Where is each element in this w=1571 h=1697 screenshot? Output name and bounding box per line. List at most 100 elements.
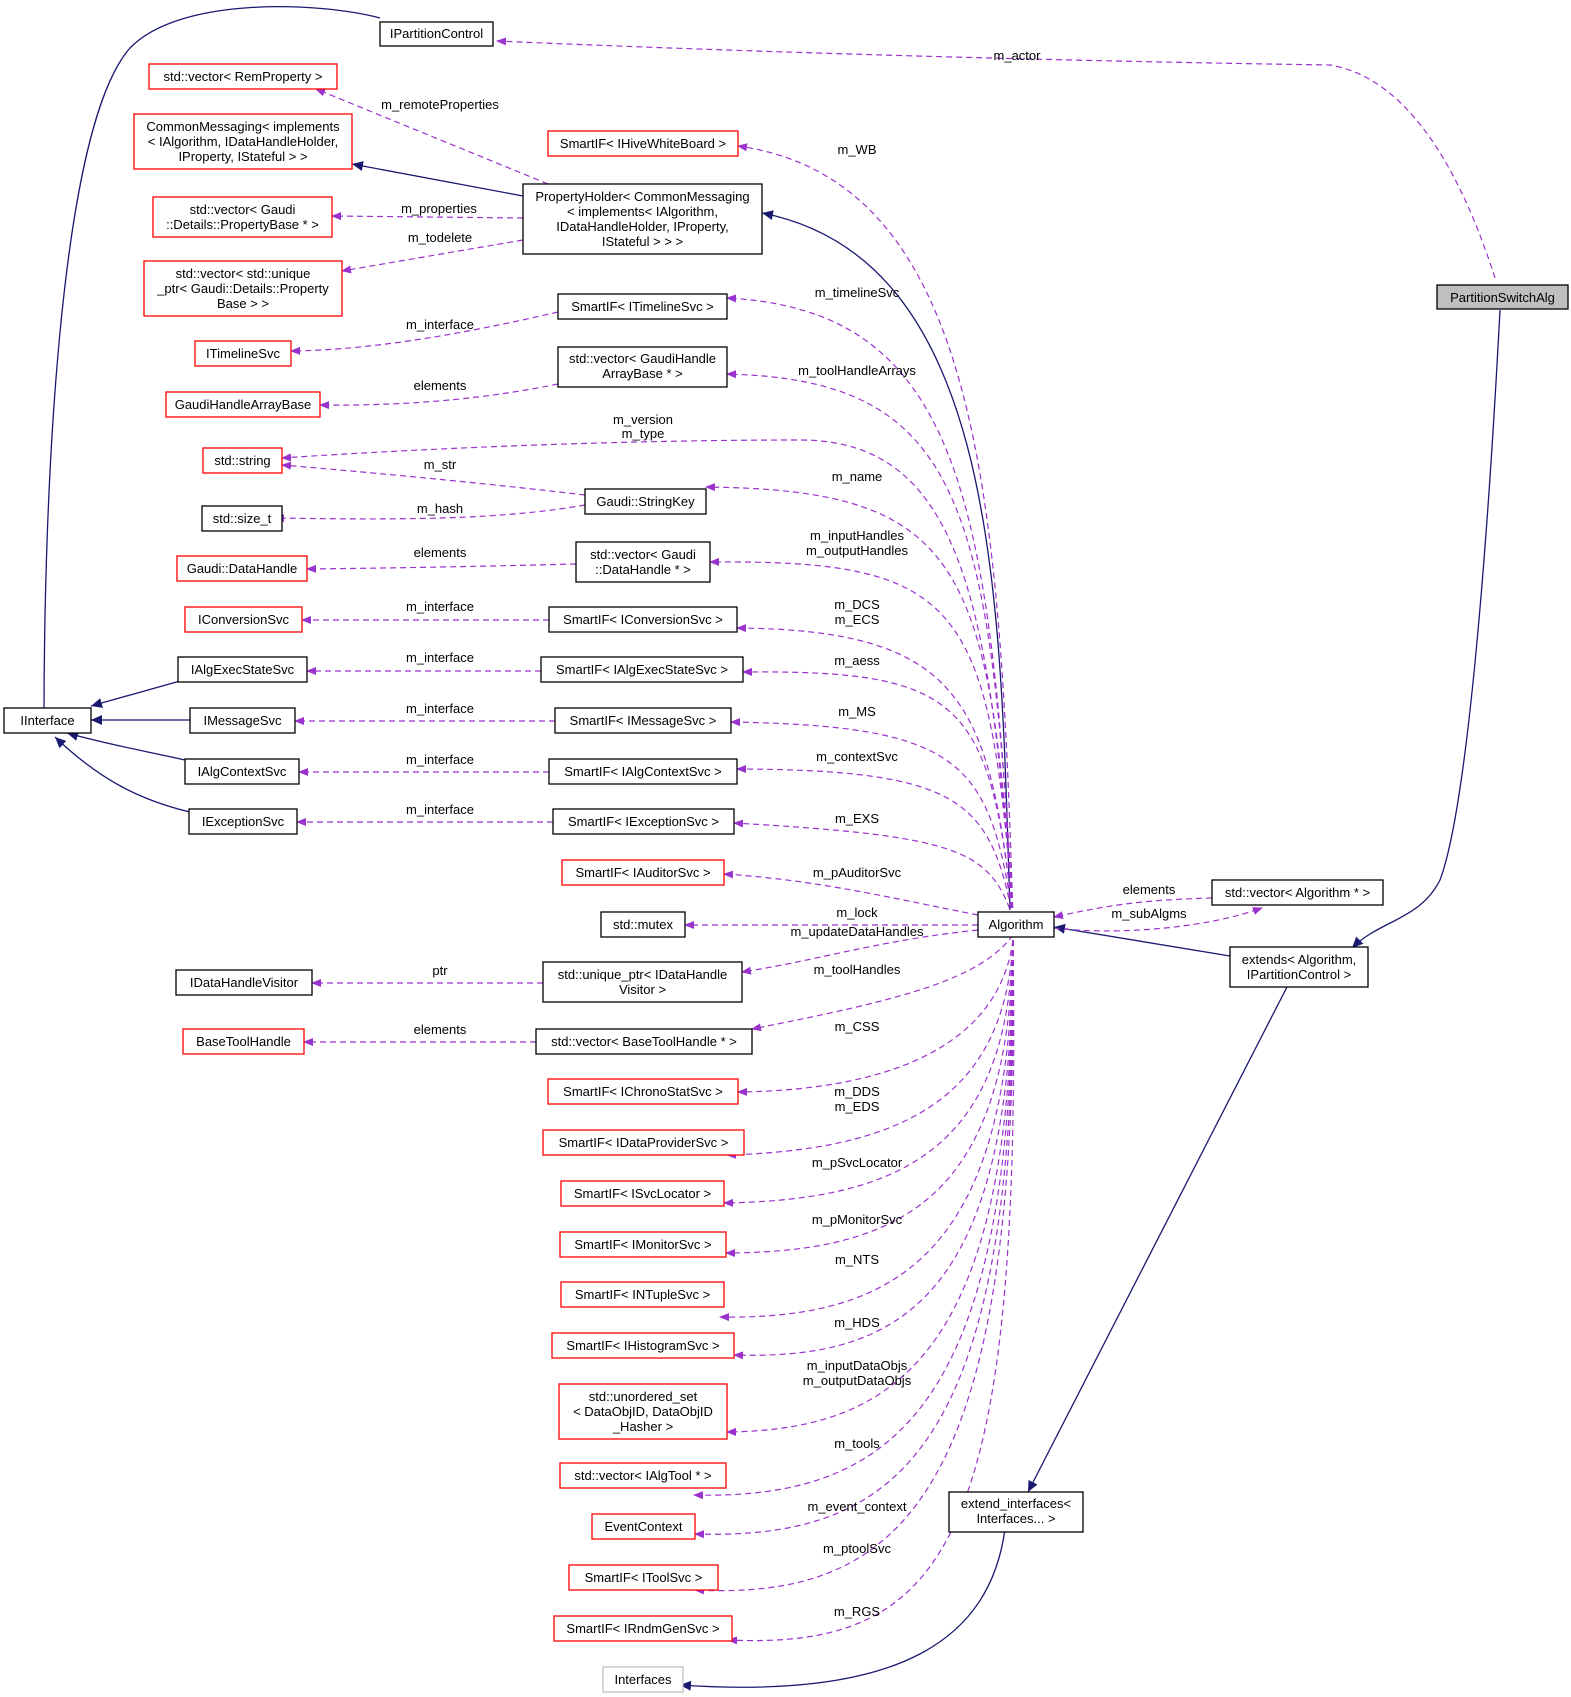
node-label: std::vector< GaudiHandle xyxy=(569,351,716,366)
edge-label-elements: elements xyxy=(414,545,467,560)
node-smartif-itoolsvc[interactable]: SmartIF< IToolSvc > xyxy=(568,1564,719,1591)
node-label: ::DataHandle * > xyxy=(595,562,691,577)
node-std-vector-propertybase[interactable]: std::vector< Gaudi ::Details::PropertyBa… xyxy=(152,196,333,238)
node-label: SmartIF< IHistogramSvc > xyxy=(566,1338,719,1353)
edge-label-m-event-context: m_event_context xyxy=(807,1499,906,1514)
node-label: IMessageSvc xyxy=(203,713,282,728)
edge-m-toolhandlearrays xyxy=(726,370,1014,919)
node-basetoolhandle[interactable]: BaseToolHandle xyxy=(182,1028,305,1055)
node-label: SmartIF< IHiveWhiteBoard > xyxy=(560,136,726,151)
node-iexceptionsvc[interactable]: IExceptionSvc xyxy=(188,808,298,835)
edge-m-str xyxy=(281,461,586,496)
edge-label-m-subalgms: m_subAlgms xyxy=(1111,906,1187,921)
node-label: SmartIF< IAlgContextSvc > xyxy=(564,764,722,779)
node-smartif-imessagesvc[interactable]: SmartIF< IMessageSvc > xyxy=(554,707,732,734)
node-idatahandlevisitor[interactable]: IDataHandleVisitor xyxy=(175,969,313,996)
node-smartif-isvclocator[interactable]: SmartIF< ISvcLocator > xyxy=(560,1180,725,1207)
node-algorithm[interactable]: Algorithm xyxy=(977,911,1055,938)
node-label: Interfaces... > xyxy=(976,1511,1055,1526)
node-std-unique-ptr-idatahandlevisitor[interactable]: std::unique_ptr< IDataHandle Visitor > xyxy=(542,961,743,1003)
node-smartif-irndmgensvc[interactable]: SmartIF< IRndmGenSvc > xyxy=(553,1615,733,1642)
node-extend-interfaces[interactable]: extend_interfaces< Interfaces... > xyxy=(948,1491,1084,1533)
node-std-unordered-set-dataobjid[interactable]: std::unordered_set < DataObjID, DataObjI… xyxy=(558,1383,728,1440)
edge-label-m-lock: m_lock xyxy=(836,905,878,920)
node-ipartitioncontrol[interactable]: IPartitionControl xyxy=(379,21,494,47)
edge-m-psvclocator xyxy=(723,939,1014,1207)
node-gaudi-datahandle[interactable]: Gaudi::DataHandle xyxy=(176,555,308,582)
node-label: std::vector< Gaudi xyxy=(590,547,696,562)
node-label: IInterface xyxy=(20,713,74,728)
node-label: std::vector< BaseToolHandle * > xyxy=(551,1034,737,1049)
edge-m-interface-timeline xyxy=(290,311,559,355)
node-smartif-iexceptionsvc[interactable]: SmartIF< IExceptionSvc > xyxy=(552,808,735,835)
edge-label-m-ptoolsvc: m_ptoolSvc xyxy=(823,1541,891,1556)
edge-label-m-ms: m_MS xyxy=(838,704,876,719)
edge-m-todelete xyxy=(341,239,524,274)
node-std-string[interactable]: std::string xyxy=(202,447,283,474)
node-ialgcontextsvc[interactable]: IAlgContextSvc xyxy=(184,758,300,785)
edge-label-elements: elements xyxy=(414,378,467,393)
node-std-size-t[interactable]: std::size_t xyxy=(201,505,283,532)
node-smartif-ihivewhiteboard[interactable]: SmartIF< IHiveWhiteBoard > xyxy=(547,130,739,157)
edge-label-m-aess: m_aess xyxy=(834,653,880,668)
node-label: SmartIF< ITimelineSvc > xyxy=(571,299,714,314)
node-extends-algorithm-ipartitioncontrol[interactable]: extends< Algorithm, IPartitionControl > xyxy=(1229,946,1369,988)
node-smartif-iconversionsvc[interactable]: SmartIF< IConversionSvc > xyxy=(548,606,738,633)
edge-m-exs xyxy=(733,819,1014,919)
edge-m-css xyxy=(737,939,1014,1096)
node-partitionswitchalg[interactable]: PartitionSwitchAlg xyxy=(1436,284,1569,310)
edge-label-m-properties: m_properties xyxy=(401,201,477,216)
edge-label-m-interface: m_interface xyxy=(406,701,474,716)
node-propertyholder[interactable]: PropertyHolder< CommonMessaging < implem… xyxy=(522,183,763,255)
node-label: SmartIF< IMessageSvc > xyxy=(570,713,717,728)
node-label: EventContext xyxy=(604,1519,682,1534)
edge-label-m-todelete: m_todelete xyxy=(408,230,472,245)
node-gaudihandlearraybase[interactable]: GaudiHandleArrayBase xyxy=(165,391,321,418)
node-iinterface[interactable]: IInterface xyxy=(3,707,92,734)
node-std-vector-algorithm[interactable]: std::vector< Algorithm * > xyxy=(1211,879,1384,906)
node-std-vector-datahandle[interactable]: std::vector< Gaudi ::DataHandle * > xyxy=(575,541,711,583)
node-std-vector-basetoolhandle[interactable]: std::vector< BaseToolHandle * > xyxy=(535,1028,753,1055)
node-smartif-imonitorsvc[interactable]: SmartIF< IMonitorSvc > xyxy=(559,1231,727,1258)
node-label: Algorithm xyxy=(989,917,1044,932)
node-itimelinesvc[interactable]: ITimelineSvc xyxy=(194,340,292,367)
node-gaudi-stringkey[interactable]: Gaudi::StringKey xyxy=(584,488,707,515)
edge-m-version-type xyxy=(281,439,1014,919)
node-std-mutex[interactable]: std::mutex xyxy=(600,911,686,938)
node-label: CommonMessaging< implements xyxy=(146,119,340,134)
node-label: SmartIF< IChronoStatSvc > xyxy=(563,1084,723,1099)
edge-label-m-toolhandles: m_toolHandles xyxy=(814,962,901,977)
edge-propertyholder-to-commonmessaging xyxy=(351,161,524,197)
node-eventcontext[interactable]: EventContext xyxy=(591,1513,696,1540)
edge-m-properties xyxy=(331,212,524,221)
node-smartif-ihistogramsvc[interactable]: SmartIF< IHistogramSvc > xyxy=(551,1332,735,1359)
edge-m-contextsvc xyxy=(736,765,1014,919)
node-label: Gaudi::StringKey xyxy=(596,494,695,509)
node-std-vector-ialgtool[interactable]: std::vector< IAlgTool * > xyxy=(559,1462,727,1489)
node-iconversionsvc[interactable]: IConversionSvc xyxy=(184,606,303,633)
node-imessagesvc[interactable]: IMessageSvc xyxy=(189,707,296,734)
node-std-vector-remproperty[interactable]: std::vector< RemProperty > xyxy=(148,63,338,90)
node-std-vector-unique-ptr-propertybase[interactable]: std::vector< std::unique _ptr< Gaudi::De… xyxy=(143,260,343,317)
node-smartif-idataprovidersvc[interactable]: SmartIF< IDataProviderSvc > xyxy=(542,1129,745,1156)
node-smartif-ichronostatsvc[interactable]: SmartIF< IChronoStatSvc > xyxy=(547,1078,739,1105)
edge-label-m-remoteproperties: m_remoteProperties xyxy=(381,97,499,112)
edge-m-ms xyxy=(730,718,1014,919)
node-interfaces[interactable]: Interfaces xyxy=(602,1666,684,1693)
node-label: IDataHandleHolder, IProperty, xyxy=(556,219,728,234)
edge-label-ptr: ptr xyxy=(432,963,448,978)
edge-label-m-nts: m_NTS xyxy=(835,1252,879,1267)
node-ialgexecstatesvc[interactable]: IAlgExecStateSvc xyxy=(177,656,308,683)
node-smartif-iauditorsvc[interactable]: SmartIF< IAuditorSvc > xyxy=(561,859,725,886)
node-smartif-ialgexecstatesvc[interactable]: SmartIF< IAlgExecStateSvc > xyxy=(540,656,744,683)
node-std-vector-gaudihandlearraybase[interactable]: std::vector< GaudiHandle ArrayBase * > xyxy=(557,346,728,388)
edge-m-hds xyxy=(733,939,1014,1360)
node-smartif-itimelinesvc[interactable]: SmartIF< ITimelineSvc > xyxy=(557,293,728,320)
edge-m-rgs xyxy=(727,939,1015,1645)
node-smartif-ialgcontextsvc[interactable]: SmartIF< IAlgContextSvc > xyxy=(548,758,738,785)
node-label: std::mutex xyxy=(613,917,673,932)
node-label: IPartitionControl > xyxy=(1247,967,1351,982)
node-smartif-intuplesvc[interactable]: SmartIF< INTupleSvc > xyxy=(560,1281,725,1308)
node-commonmessaging[interactable]: CommonMessaging< implements < IAlgorithm… xyxy=(133,113,353,170)
